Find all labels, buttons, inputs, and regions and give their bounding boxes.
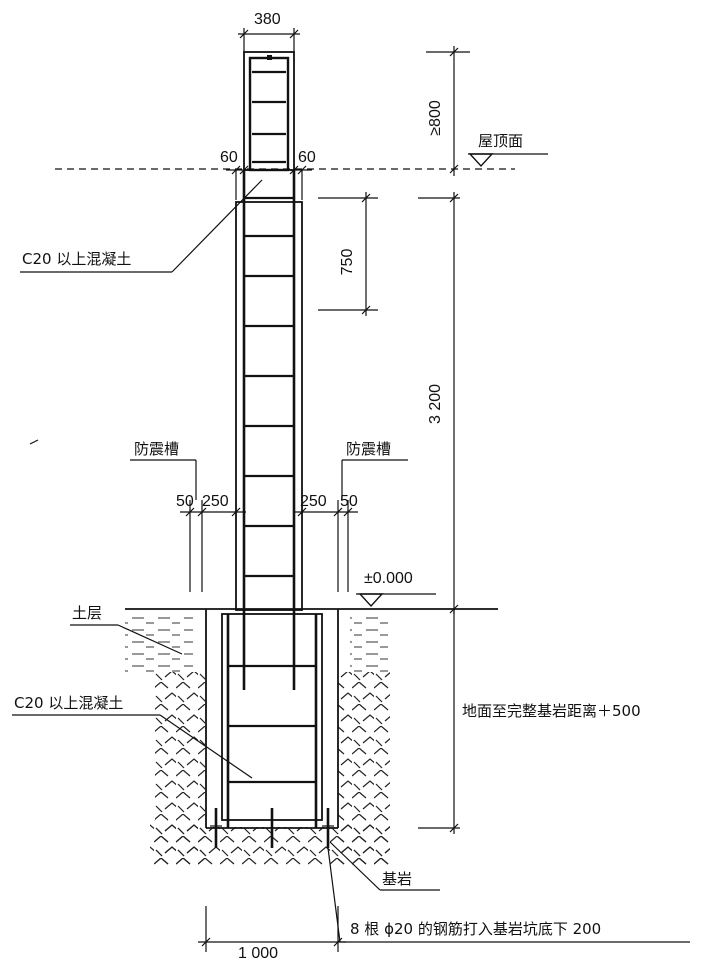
seismic-groove-left-label: 防震槽 (134, 440, 179, 458)
pit-interior (207, 612, 337, 827)
concrete-upper-label: C20 以上混凝土 (22, 250, 131, 268)
rebar-note: 8 根 ϕ20 的钢筋打入基岩坑底下 200 (350, 920, 601, 938)
dim-column-width (238, 28, 300, 52)
concrete-lower-label: C20 以上混凝土 (14, 694, 123, 712)
depth-note: 地面至完整基岩距离＋500 (462, 702, 641, 720)
column-main (235, 170, 303, 690)
anchor-rebars (210, 808, 334, 848)
ground-elevation-label: ±0.000 (364, 570, 413, 587)
soil-layer-right (350, 612, 390, 672)
dim-60-right: 60 (298, 149, 316, 166)
dim-depth (418, 609, 460, 834)
dim-750: 750 (339, 249, 356, 276)
dim-800: ≥800 (427, 100, 444, 136)
dim-offsets (226, 165, 312, 200)
stray-mark (29, 439, 39, 445)
dim-groove-right (294, 459, 408, 592)
leader-soil (70, 624, 183, 655)
dim-pit-width (198, 906, 346, 952)
dim-groove-left (130, 459, 246, 592)
dim-380: 380 (254, 11, 281, 28)
dim-250-left: 250 (202, 493, 229, 510)
column-top-extension (243, 51, 295, 172)
dim-50-left: 50 (176, 493, 194, 510)
soil-layer-left (125, 612, 193, 672)
dim-250-right: 250 (300, 493, 327, 510)
bedrock-label: 基岩 (382, 870, 412, 888)
ground-elevation-marker (356, 593, 436, 608)
stirrups (228, 70, 316, 784)
leader-concrete-lower (12, 714, 253, 779)
seismic-groove-right-label: 防震槽 (346, 440, 391, 458)
dim-1000: 1 000 (238, 945, 278, 960)
leader-concrete-upper (20, 179, 263, 273)
leader-bedrock (329, 841, 440, 891)
dim-3200: 3 200 (427, 384, 444, 424)
dim-50-right: 50 (340, 493, 358, 510)
soil-layer-label: 土层 (72, 604, 102, 622)
dim-above-roof (426, 46, 470, 176)
roof-elevation-marker (468, 153, 548, 168)
dim-spacing (318, 192, 378, 316)
roof-surface-label: 屋顶面 (478, 132, 523, 150)
bedrock-hatch (150, 672, 390, 868)
dim-60-left: 60 (220, 149, 238, 166)
